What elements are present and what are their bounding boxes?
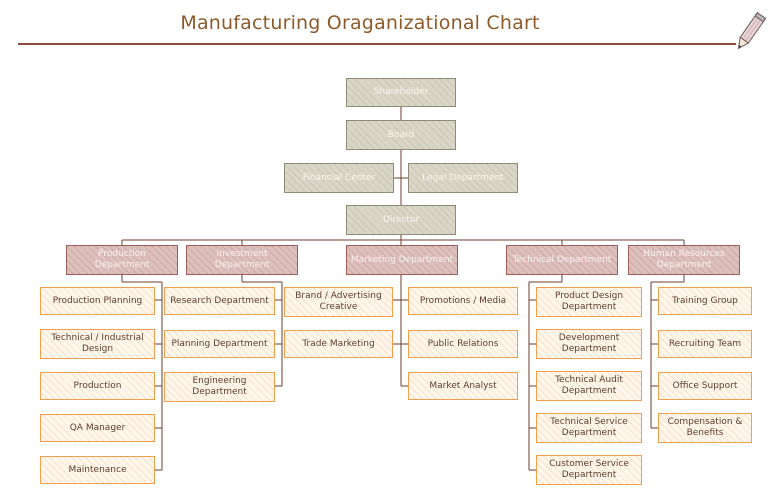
node-shareholder[interactable]: Shareholder — [346, 78, 456, 107]
node-department[interactable]: Marketing Department — [346, 245, 458, 275]
node-board[interactable]: Board — [346, 120, 456, 150]
node-unit[interactable]: Compensation & Benefits — [658, 413, 752, 443]
node-unit[interactable]: Research Department — [164, 287, 275, 315]
node-department[interactable]: Human Resources Department — [628, 245, 740, 275]
node-unit[interactable]: Public Relations — [408, 330, 518, 358]
node-unit[interactable]: Engineering Department — [164, 372, 275, 402]
node-department[interactable]: Investment Department — [186, 245, 298, 275]
node-unit[interactable]: Promotions / Media — [408, 287, 518, 315]
node-legal-department[interactable]: Legal Department — [408, 163, 518, 193]
node-unit[interactable]: Technical Service Department — [536, 413, 642, 443]
node-unit[interactable]: Customer Service Department — [536, 455, 642, 485]
pencil-icon — [737, 12, 767, 50]
node-department[interactable]: Technical Department — [506, 245, 618, 275]
node-unit[interactable]: Office Support — [658, 372, 752, 400]
chart-title: Manufacturing Oraganizational Chart — [180, 12, 540, 34]
node-unit[interactable]: Development Department — [536, 329, 642, 359]
node-unit[interactable]: Technical / Industrial Design — [40, 329, 155, 359]
node-unit[interactable]: Brand / Advertising Creative — [284, 287, 393, 317]
title-rule — [18, 43, 736, 45]
node-unit[interactable]: Production Planning — [40, 287, 155, 315]
node-unit[interactable]: QA Manager — [40, 414, 155, 442]
node-unit[interactable]: Training Group — [658, 287, 752, 315]
node-unit[interactable]: Planning Department — [164, 330, 275, 358]
node-unit[interactable]: Production — [40, 372, 155, 400]
node-unit[interactable]: Trade Marketing — [284, 330, 393, 358]
node-unit[interactable]: Product Design Department — [536, 287, 642, 317]
node-unit[interactable]: Technical Audit Department — [536, 371, 642, 401]
node-department[interactable]: Production Department — [66, 245, 178, 275]
node-financial-center[interactable]: Financial Center — [284, 163, 394, 193]
node-unit[interactable]: Market Analyst — [408, 372, 518, 400]
node-unit[interactable]: Maintenance — [40, 456, 155, 484]
node-unit[interactable]: Recruiting Team — [658, 330, 752, 358]
node-director[interactable]: Director — [346, 205, 456, 235]
